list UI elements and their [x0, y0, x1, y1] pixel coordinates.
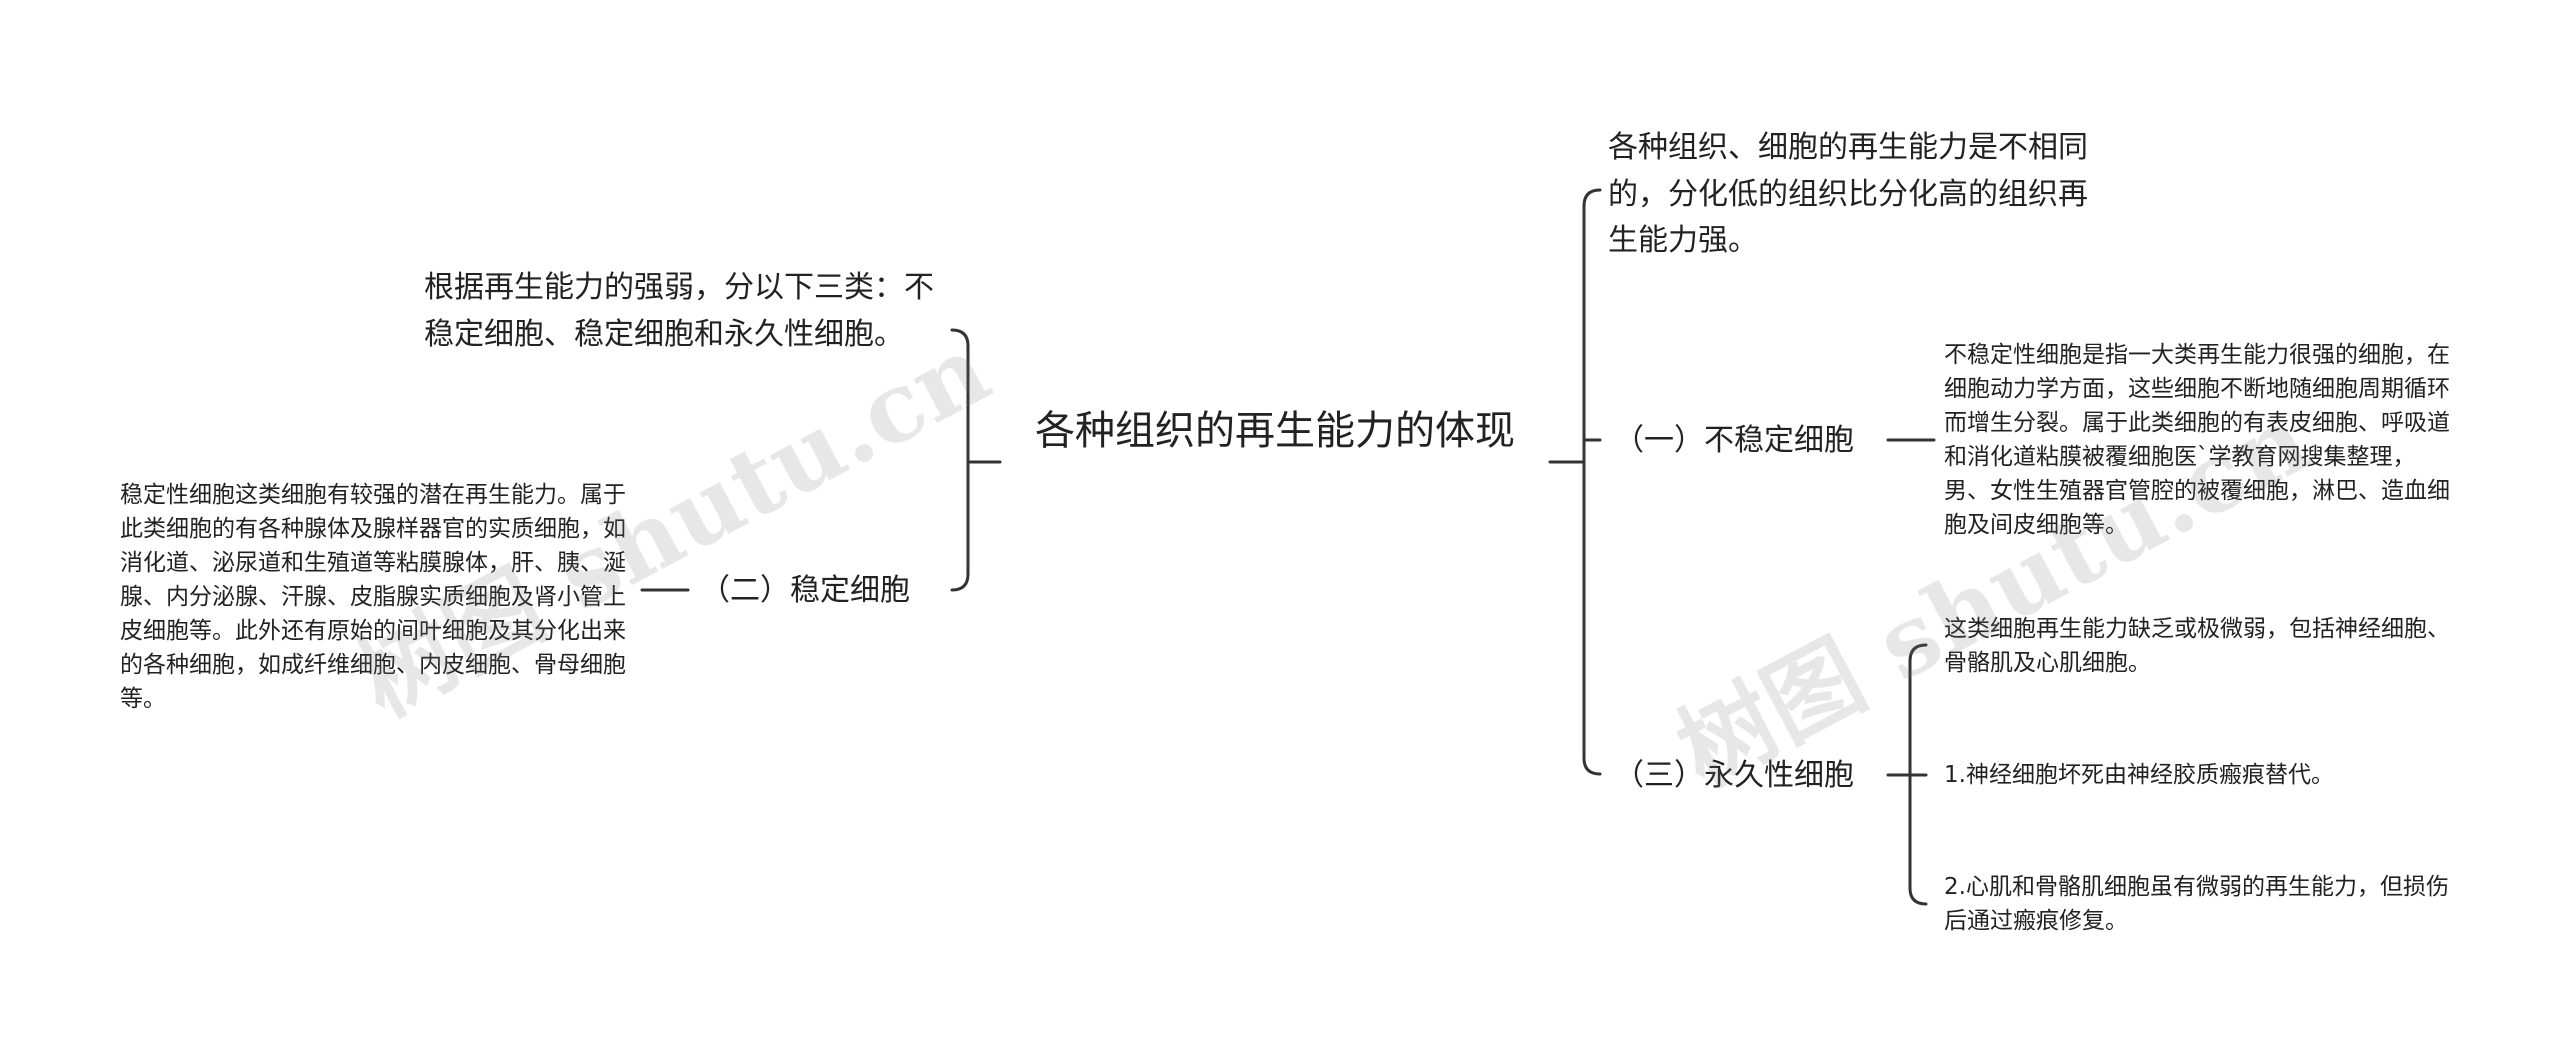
node-permanent-item[interactable]: 1.神经细胞坏死由神经胶质瘢痕替代。 [1944, 758, 2456, 792]
node-permanent-item-text: 2.心肌和骨骼肌细胞虽有微弱的再生能力，但损伤后通过瘢痕修复。 [1944, 874, 2449, 935]
node-labile-detail[interactable]: 不稳定性细胞是指一大类再生能力很强的细胞，在细胞动力学方面，这些细胞不断地随细胞… [1944, 338, 2456, 542]
node-labile-cells[interactable]: （一）不稳定细胞 [1614, 418, 1854, 463]
node-permanent-cells[interactable]: （三）永久性细胞 [1614, 753, 1854, 798]
node-permanent-item-text: 这类细胞再生能力缺乏或极微弱，包括神经细胞、骨骼肌及心肌细胞。 [1944, 616, 2450, 677]
node-labile-detail-text: 不稳定性细胞是指一大类再生能力很强的细胞，在细胞动力学方面，这些细胞不断地随细胞… [1944, 342, 2450, 539]
bracket-right [1566, 188, 1602, 776]
node-labile-cells-label: （一）不稳定细胞 [1614, 423, 1854, 458]
root-topic-text: 各种组织的再生能力的体现 [1035, 408, 1515, 454]
bracket-permanent [1904, 643, 1928, 906]
node-intro[interactable]: 各种组织、细胞的再生能力是不相同的，分化低的组织比分化高的组织再生能力强。 [1608, 125, 2108, 265]
node-stable-cells[interactable]: （二）稳定细胞 [700, 568, 910, 613]
node-intro-text: 各种组织、细胞的再生能力是不相同的，分化低的组织比分化高的组织再生能力强。 [1608, 130, 2088, 258]
node-permanent-item-text: 1.神经细胞坏死由神经胶质瘢痕替代。 [1944, 762, 2334, 788]
node-stable-detail-text: 稳定性细胞这类细胞有较强的潜在再生能力。属于此类细胞的有各种腺体及腺样器官的实质… [120, 482, 626, 713]
node-stable-detail[interactable]: 稳定性细胞这类细胞有较强的潜在再生能力。属于此类细胞的有各种腺体及腺样器官的实质… [120, 478, 632, 716]
root-topic[interactable]: 各种组织的再生能力的体现 [1010, 402, 1540, 460]
node-stable-cells-label: （二）稳定细胞 [700, 573, 910, 608]
node-permanent-item[interactable]: 这类细胞再生能力缺乏或极微弱，包括神经细胞、骨骼肌及心肌细胞。 [1944, 612, 2456, 680]
node-classification-text: 根据再生能力的强弱，分以下三类：不稳定细胞、稳定细胞和永久性细胞。 [424, 270, 934, 352]
node-permanent-cells-label: （三）永久性细胞 [1614, 758, 1854, 793]
node-classification[interactable]: 根据再生能力的强弱，分以下三类：不稳定细胞、稳定细胞和永久性细胞。 [424, 265, 934, 358]
node-permanent-item[interactable]: 2.心肌和骨骼肌细胞虽有微弱的再生能力，但损伤后通过瘢痕修复。 [1944, 870, 2456, 938]
bracket-left [950, 328, 987, 592]
